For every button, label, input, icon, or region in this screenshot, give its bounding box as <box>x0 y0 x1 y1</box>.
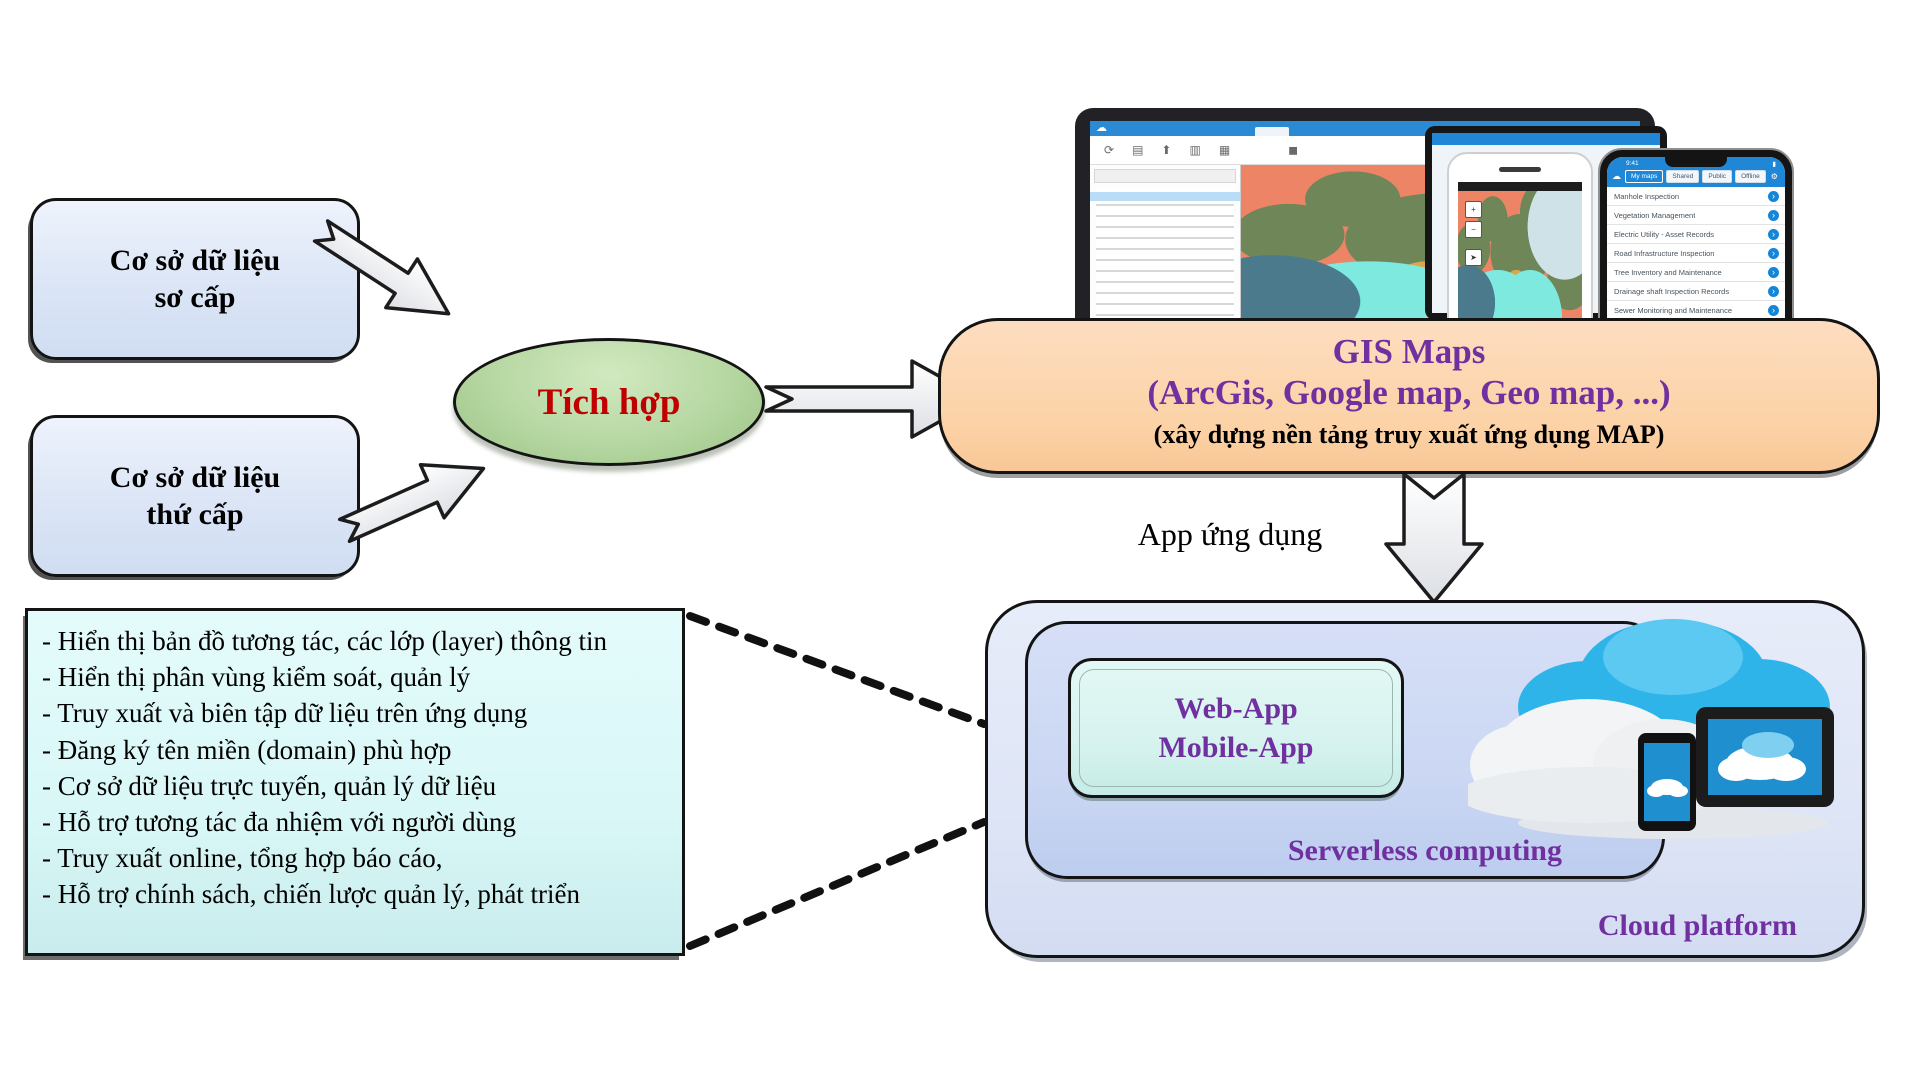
phone-tab-my-maps: My maps <box>1625 170 1664 183</box>
gis-subtitle: (ArcGis, Google map, Geo map, ...) <box>1147 373 1671 413</box>
web-app-box: Web-App Mobile-App <box>1068 658 1404 798</box>
phone-map-screenshot: + − ➤ <box>1458 191 1582 318</box>
list-item-label: Road Infrastructure Inspection <box>1614 248 1715 258</box>
gis-maps-box: GIS Maps (ArcGis, Google map, Geo map, .… <box>938 318 1880 474</box>
app-arrow-label: App ứng dụng <box>1137 516 1323 552</box>
layers-icon: ▤ <box>1132 143 1144 157</box>
phone-tab-shared: Shared <box>1666 170 1700 183</box>
list-item-label: Vegetation Management <box>1614 210 1696 220</box>
db-box-secondary: Cơ sở dữ liệu thứ cấp <box>30 415 360 577</box>
phone-tabs: ☁ My maps Shared Public Offline ⚙ <box>1612 170 1780 183</box>
dashed-connector-top <box>686 612 988 728</box>
chevron-right-icon: › <box>1768 228 1779 240</box>
bookmark-icon: ◼ <box>1288 143 1299 157</box>
feature-item: - Đăng ký tên miền (domain) phù hợp <box>42 734 452 765</box>
feature-item: - Hỗ trợ tương tác đa nhiệm với người dù… <box>42 806 517 837</box>
arrow-integration-to-gis <box>764 359 982 439</box>
gis-title: GIS Maps <box>1332 332 1486 371</box>
gear-icon: ⚙ <box>1770 172 1778 181</box>
cloud-devices-art <box>1468 619 1834 839</box>
list-item-label: Drainage shaft Inspection Records <box>1614 286 1730 296</box>
chevron-right-icon: › <box>1768 247 1779 259</box>
browser-tab <box>1255 127 1289 136</box>
feature-item: - Hiển thị phân vùng kiểm soát, quản lý <box>42 662 471 693</box>
phone-map-mockup: + − ➤ <box>1447 152 1593 320</box>
serverless-label: Serverless computing <box>1287 834 1562 867</box>
feature-item: - Cơ sở dữ liệu trực tuyến, quản lý dữ l… <box>42 770 497 801</box>
cloud-icon: ☁ <box>1096 122 1107 134</box>
refresh-icon: ⟳ <box>1104 143 1115 157</box>
locate-icon: ➤ <box>1465 249 1482 266</box>
list-item: Electric Utility - Asset Records › <box>1607 225 1785 244</box>
layer-list-panel <box>1090 165 1241 320</box>
phone-art <box>1638 733 1696 831</box>
status-battery-icon: ▮ <box>1772 161 1776 168</box>
basemap-icon: ▦ <box>1218 143 1231 157</box>
dashed-connector-bottom <box>686 818 988 950</box>
list-item-label: Electric Utility - Asset Records <box>1614 229 1715 239</box>
chevron-right-icon: › <box>1768 304 1779 316</box>
gis-note: (xây dựng nền tảng truy xuất ứng dụng MA… <box>1153 419 1665 449</box>
zoom-out-icon: − <box>1465 221 1482 238</box>
db-box-primary: Cơ sở dữ liệu sơ cấp <box>30 198 360 360</box>
db-primary-line1: Cơ sở dữ liệu <box>109 243 281 277</box>
arrow-primary-to-integration <box>312 219 451 316</box>
feature-item: - Hỗ trợ chính sách, chiến lược quản lý,… <box>42 879 581 910</box>
cloud-platform-box: Web-App Mobile-App Serverless computing … <box>985 600 1865 958</box>
arrow-gis-to-cloud <box>1384 472 1484 604</box>
cloud-icon: ☁ <box>1612 171 1621 181</box>
db-secondary-line2: thứ cấp <box>146 498 244 531</box>
phone-status-row: 9:41 ▮ <box>1612 160 1780 170</box>
feature-list-box: - Hiển thị bản đồ tương tác, các lớp (la… <box>25 608 685 956</box>
layer-list-rows <box>1096 187 1234 320</box>
integration-label: Tích hợp <box>537 381 681 423</box>
list-item: Tree Inventory and Maintenance › <box>1607 263 1785 282</box>
chevron-right-icon: › <box>1768 266 1779 278</box>
export-icon: ⬆ <box>1161 143 1172 157</box>
status-time: 9:41 <box>1626 160 1639 167</box>
feature-item: - Truy xuất online, tổng hợp báo cáo, <box>42 843 443 874</box>
tablet-app-bar <box>1432 133 1660 145</box>
chevron-right-icon: › <box>1768 285 1779 297</box>
phone-speaker <box>1499 167 1541 172</box>
list-item: Vegetation Management › <box>1607 206 1785 225</box>
list-item-label: Manhole Inspection <box>1614 191 1680 201</box>
web-app-line1: Web-App <box>1174 692 1298 725</box>
tablet-art <box>1696 707 1834 807</box>
phone-status-bar <box>1458 182 1582 191</box>
list-item-label: Tree Inventory and Maintenance <box>1614 267 1722 277</box>
feature-item: - Truy xuất và biên tập dữ liệu trên ứng… <box>42 698 528 729</box>
phone-list: Manhole Inspection › Vegetation Manageme… <box>1607 187 1785 318</box>
web-app-line2: Mobile-App <box>1158 731 1314 764</box>
integration-ellipse: Tích hợp <box>453 338 765 466</box>
phone-notch <box>1665 157 1727 167</box>
list-item: Sewer Monitoring and Maintenance › <box>1607 301 1785 318</box>
phone-list-mockup: 9:41 ▮ ☁ My maps Shared Public Offline ⚙… <box>1598 148 1794 320</box>
phone-tab-offline: Offline <box>1735 170 1766 183</box>
arrow-secondary-to-integration <box>337 463 486 544</box>
list-item: Road Infrastructure Inspection › <box>1607 244 1785 263</box>
list-item-label: Sewer Monitoring and Maintenance <box>1614 305 1732 315</box>
report-icon: ▥ <box>1189 143 1201 157</box>
feature-item: - Hiển thị bản đồ tương tác, các lớp (la… <box>42 626 608 656</box>
selected-layer-row <box>1090 192 1240 201</box>
web-app-inner: Web-App Mobile-App <box>1079 669 1393 787</box>
phone-map-screen: + − ➤ <box>1458 182 1582 318</box>
zoom-in-icon: + <box>1465 201 1482 218</box>
db-primary-line2: sơ cấp <box>154 281 236 314</box>
chevron-right-icon: › <box>1768 209 1779 221</box>
db-secondary-line1: Cơ sở dữ liệu <box>109 460 281 494</box>
list-item: Manhole Inspection › <box>1607 187 1785 206</box>
list-item: Drainage shaft Inspection Records › <box>1607 282 1785 301</box>
phone-list-screen: 9:41 ▮ ☁ My maps Shared Public Offline ⚙… <box>1607 157 1785 318</box>
phone-tab-public: Public <box>1702 170 1733 183</box>
chevron-right-icon: › <box>1768 190 1779 202</box>
layer-search-box <box>1094 169 1236 183</box>
cloud-platform-label: Cloud platform <box>1597 909 1797 942</box>
